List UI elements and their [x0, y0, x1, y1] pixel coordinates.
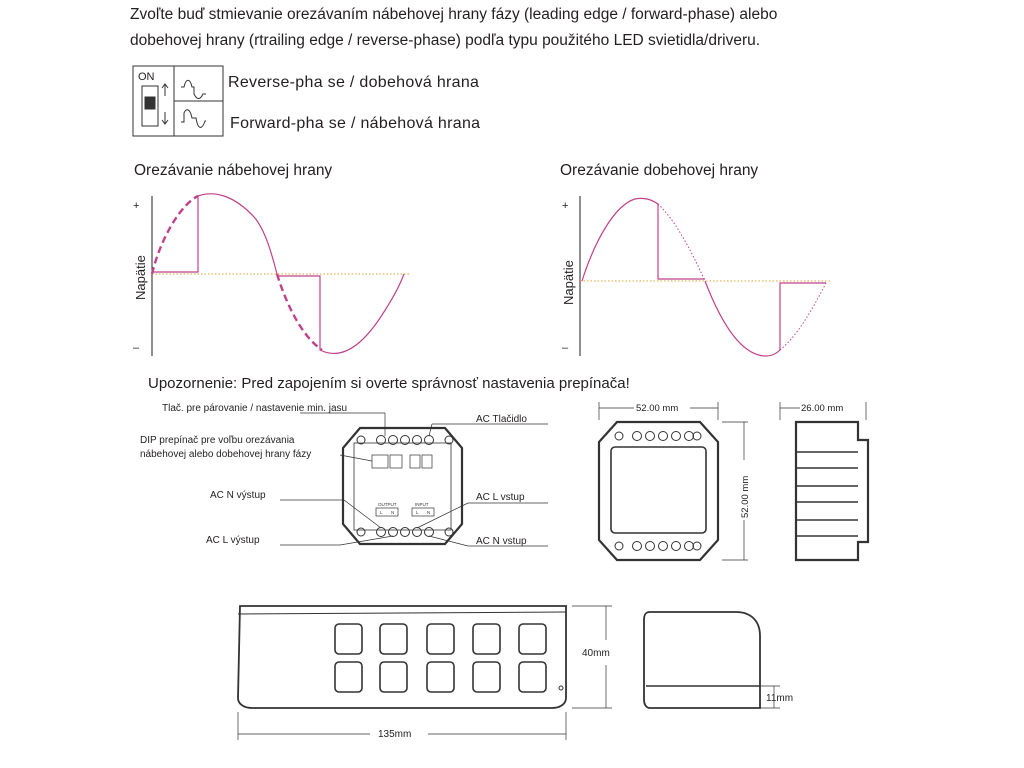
leading-edge-waveform — [150, 193, 410, 356]
module-side-view — [779, 402, 870, 562]
reverse-phase-label: Reverse-pha se / dobehová hrana — [228, 74, 480, 91]
dip-on-label: ON — [138, 71, 155, 83]
remote-height-dim: 40mm — [582, 648, 610, 659]
forward-phase-label: Forward-pha se / nábehová hrana — [230, 115, 481, 132]
output-n-terminal: N — [391, 510, 394, 515]
front-height-dim: 52.00 mm — [740, 476, 751, 518]
ac-l-input-label: AC L vstup — [476, 492, 525, 503]
ac-n-output-label: AC N výstup — [210, 490, 266, 501]
intro-line-2: dobehovej hrany (rtrailing edge / revers… — [130, 32, 761, 49]
input-n-terminal: N — [427, 510, 430, 515]
trailing-edge-waveform — [579, 196, 830, 357]
left-axis-label: Napätie — [133, 255, 148, 300]
remote-control-side — [643, 611, 780, 709]
remote-control-front — [237, 605, 612, 740]
intro-line-1: Zvoľte buď stmievanie orezávaním nábehov… — [130, 6, 778, 23]
dimmer-module-wiring — [280, 412, 548, 547]
warning-text: Upozornenie: Pred zapojením si overte sp… — [148, 375, 630, 392]
right-minus-tick: – — [562, 342, 569, 354]
right-plus-tick: + — [562, 200, 568, 212]
module-front-view — [597, 402, 748, 562]
leading-edge-title: Orezávanie nábehovej hrany — [134, 162, 333, 179]
output-label: OUTPUT — [378, 502, 397, 507]
remote-length-dim: 135mm — [378, 729, 411, 740]
ac-l-output-label: AC L výstup — [206, 535, 260, 546]
left-minus-tick: – — [133, 342, 140, 354]
input-label: INPUT — [415, 502, 429, 507]
trailing-edge-title: Orezávanie dobehovej hrany — [560, 162, 759, 179]
pair-button-label: Tlač. pre párovanie / nastavenie min. ja… — [162, 403, 348, 414]
reverse-phase-icon — [181, 79, 206, 99]
right-axis-label: Napätie — [561, 260, 576, 305]
input-l-terminal: L — [416, 510, 419, 515]
dip-switch-label-1: DIP prepínač pre voľbu orezávania — [140, 435, 295, 446]
remote-depth-dim: 11mm — [766, 693, 793, 704]
dip-switch-diagram — [132, 65, 224, 137]
ac-n-input-label: AC N vstup — [476, 536, 527, 547]
output-l-terminal: L — [380, 510, 383, 515]
dip-switch-label-2: nábehovej alebo dobehovej hrany fázy — [140, 449, 312, 460]
side-depth-dim: 26.00 mm — [801, 403, 843, 414]
forward-phase-icon — [181, 109, 206, 128]
left-plus-tick: + — [133, 200, 139, 212]
front-width-dim: 52.00 mm — [636, 403, 678, 414]
ac-button-label: AC Tlačidlo — [476, 414, 527, 425]
